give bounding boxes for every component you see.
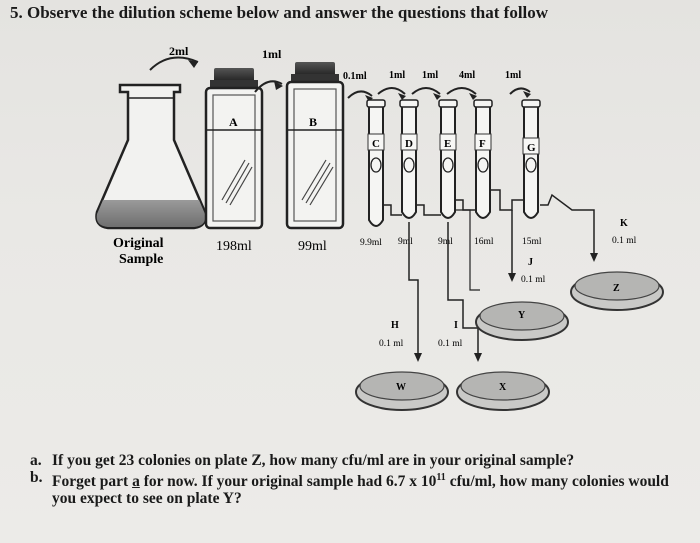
flask-label-original: Original (113, 236, 164, 251)
tube-transfer-arrows (347, 87, 531, 99)
tube-e-volume: 9ml (438, 237, 453, 247)
h-label: H (391, 320, 399, 331)
question-a-text: If you get 23 colonies on plate Z, how m… (52, 452, 575, 469)
arrow-h (408, 222, 419, 355)
transfer-label-1ml: 1ml (262, 47, 282, 61)
tube-transfer-label-f: 4ml (459, 70, 475, 81)
arrow-k (540, 193, 595, 258)
tube-transfer-label-g: 1ml (505, 70, 521, 81)
petri-plate-y (475, 301, 569, 341)
question-title: 5. Observe the dilution scheme below and… (10, 3, 549, 22)
tube-transfer-label-e: 1ml (422, 70, 438, 81)
question-b-mid: for now. If your original sample had 6.7… (139, 473, 437, 491)
question-b-letter: b. (30, 469, 43, 486)
plate-w-label: W (396, 382, 406, 393)
bottle-a-volume: 198ml (216, 239, 252, 254)
k-volume: 0.1 ml (612, 236, 637, 246)
tube-e-label: E (444, 138, 451, 150)
tube-c-label: C (372, 138, 380, 150)
original-sample-flask (95, 83, 207, 230)
tube-d-volume: 9ml (398, 237, 413, 247)
dilution-diagram: Original Sample 2ml A 198ml 1ml B 99ml (95, 44, 664, 411)
test-tube-f (473, 99, 493, 219)
dilution-bottle-a (204, 68, 264, 230)
test-tube-e (438, 99, 458, 219)
tube-transfer-label-d: 1ml (389, 70, 405, 81)
j-label: J (528, 257, 533, 268)
tube-d-label: D (405, 138, 413, 150)
question-b-post: cfu/ml, how many colonies would you expe… (52, 473, 669, 508)
tube-f-label: F (479, 138, 486, 150)
tube-f-volume: 16ml (474, 237, 494, 247)
test-tube-g (521, 99, 541, 219)
question-b-pre: Forget part (52, 473, 133, 491)
bottle-a-label: A (229, 115, 238, 129)
tube-g-volume: 15ml (522, 237, 542, 247)
transfer-arrow-2ml (149, 56, 199, 71)
tube-transfer-label-c: 0.1ml (343, 71, 367, 82)
questions-block: a. If you get 23 colonies on plate Z, ho… (30, 452, 670, 507)
tube-g-label: G (527, 142, 536, 154)
petri-plate-x (456, 371, 550, 411)
question-b-underline: a (132, 473, 140, 491)
i-label: I (454, 320, 458, 331)
bottle-b-volume: 99ml (298, 239, 327, 254)
question-a: a. If you get 23 colonies on plate Z, ho… (30, 452, 670, 469)
question-b-text: Forget part a for now. If your original … (52, 469, 670, 507)
j-volume: 0.1 ml (521, 275, 546, 285)
h-volume: 0.1 ml (379, 339, 404, 349)
question-a-letter: a. (30, 452, 42, 469)
flask-label-sample: Sample (119, 252, 163, 267)
test-tube-c (366, 99, 386, 227)
dilution-bottle-b (285, 62, 345, 230)
question-b-exponent: 11 (436, 472, 446, 483)
k-label: K (620, 218, 628, 229)
plate-z-label: Z (613, 283, 620, 294)
transfer-arrow-1ml (254, 80, 283, 93)
question-b: b. Forget part a for now. If your origin… (30, 469, 670, 507)
plate-x-label: X (499, 382, 507, 393)
petri-plate-w (355, 371, 449, 411)
i-volume: 0.1 ml (438, 339, 463, 349)
petri-plate-z (570, 271, 664, 311)
bottle-b-label: B (309, 115, 317, 129)
tube-c-volume: 9.9ml (360, 238, 382, 248)
transfer-label-2ml: 2ml (169, 44, 189, 58)
arrow-i (447, 222, 479, 355)
test-tube-d (399, 99, 419, 219)
plate-y-label: Y (518, 310, 526, 321)
